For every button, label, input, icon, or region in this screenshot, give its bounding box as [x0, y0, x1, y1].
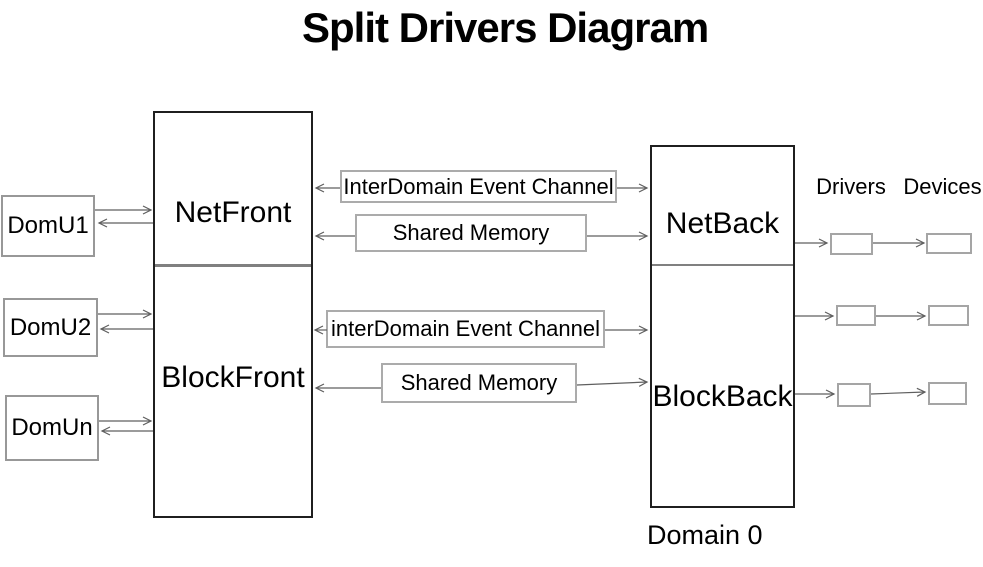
domu2-label: DomU2 [9, 313, 92, 341]
driver-box-3 [837, 383, 871, 407]
net-shared-memory-box: Shared Memory [355, 214, 587, 252]
device-box-3 [928, 382, 967, 405]
frontend-divider [155, 264, 311, 267]
netfront-label: NetFront [174, 196, 292, 229]
diagram-title: Split Drivers Diagram [302, 4, 709, 51]
domu2-box: DomU2 [3, 298, 98, 357]
blockfront-label: BlockFront [161, 361, 305, 394]
net-event-channel-label: InterDomain Event Channel [343, 173, 614, 199]
domu1-label: DomU1 [7, 212, 89, 239]
net-shared-memory-label: Shared Memory [392, 220, 550, 245]
block-event-channel-label: interDomain Event Channel [330, 316, 601, 341]
blockback-label: BlockBack [652, 380, 793, 413]
frontend-box [153, 111, 313, 518]
devices-column-label: Devices [903, 174, 982, 199]
device-box-1 [926, 233, 972, 254]
arrow-driver3-to-device3 [870, 387, 927, 397]
driver-box-1 [830, 233, 873, 255]
block-shared-memory-box: Shared Memory [381, 363, 577, 403]
drivers-column-label: Drivers [816, 174, 886, 199]
device-box-2 [928, 305, 969, 326]
domu1-box: DomU1 [1, 195, 95, 257]
backend-box [650, 145, 795, 508]
driver-box-2 [836, 305, 876, 326]
net-event-channel-box: InterDomain Event Channel [340, 170, 617, 203]
block-shared-memory-label: Shared Memory [400, 370, 558, 395]
netback-label: NetBack [665, 207, 780, 240]
backend-divider [652, 264, 793, 266]
domain0-caption: Domain 0 [647, 520, 763, 550]
domun-label: DomUn [11, 414, 93, 441]
block-event-channel-box: interDomain Event Channel [326, 310, 605, 348]
arrow-block-shared-memory-to-blockback [576, 377, 649, 387]
domun-box: DomUn [5, 395, 99, 461]
